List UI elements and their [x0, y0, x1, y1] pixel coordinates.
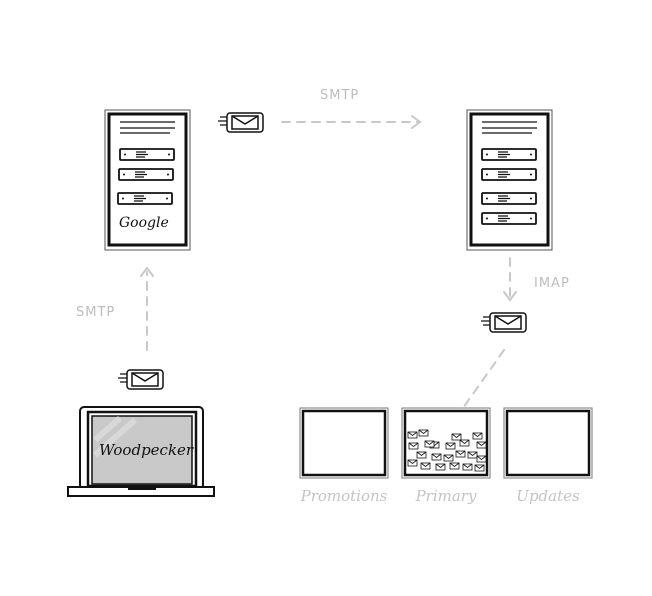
envelope-icon: [480, 312, 527, 333]
envelope-icon: [117, 369, 164, 390]
tab-primary: Primary: [415, 487, 477, 505]
envelope-icon: [217, 112, 264, 133]
primary-box: [401, 407, 491, 479]
woodpecker-label: Woodpecker: [99, 441, 194, 459]
promotions-box: [299, 407, 389, 479]
imap-label: IMAP: [534, 276, 570, 291]
recipient-server-icon: [466, 109, 553, 251]
tab-promotions: Promotions: [300, 487, 388, 505]
smtp-label-left: SMTP: [76, 305, 116, 320]
google-server-icon: [104, 109, 191, 251]
updates-box: [503, 407, 593, 479]
tab-updates: Updates: [516, 487, 580, 505]
google-label: Google: [119, 215, 169, 231]
smtp-label-top: SMTP: [320, 88, 360, 103]
laptop-icon: [67, 406, 215, 497]
